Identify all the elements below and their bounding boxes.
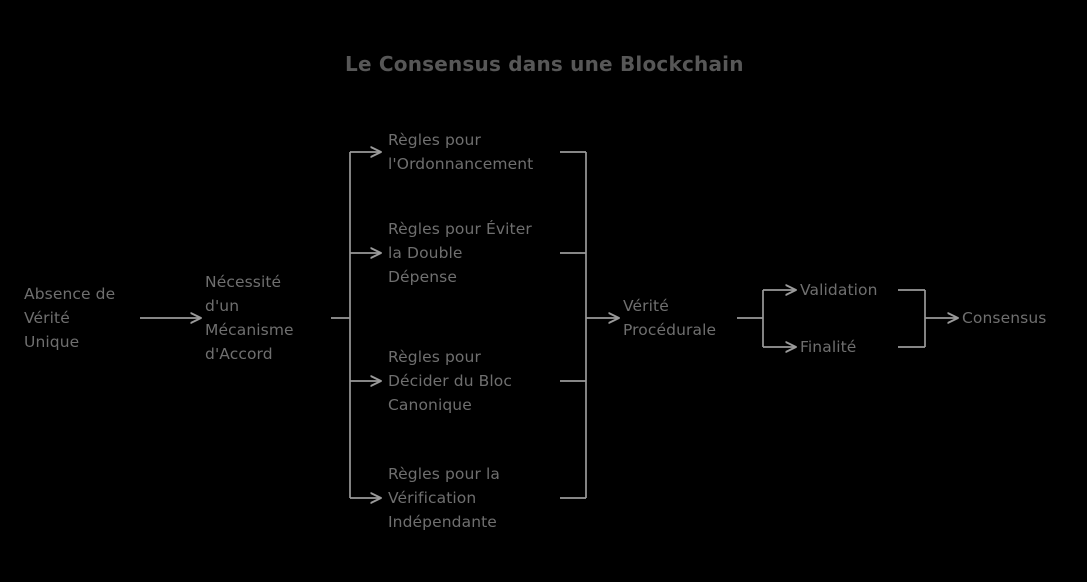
node-regles-double-depense: Règles pour Éviter la Double Dépense <box>388 220 532 286</box>
node-regles-ordonnancement: Règles pour l'Ordonnancement <box>388 131 534 173</box>
node-absence-verite-unique: Absence de Vérité Unique <box>24 285 116 351</box>
node-regles-bloc-canonique: Règles pour Décider du Bloc Canonique <box>388 348 513 414</box>
node-verite-procedurale: Vérité Procédurale <box>623 297 717 339</box>
page-title: Le Consensus dans une Blockchain <box>345 52 744 76</box>
node-consensus: Consensus <box>962 309 1047 327</box>
node-regles-verification: Règles pour la Vérification Indépendante <box>388 465 500 531</box>
node-validation: Validation <box>800 281 878 299</box>
node-finalite: Finalité <box>800 338 857 356</box>
node-necessite-mecanisme: Nécessité d'un Mécanisme d'Accord <box>205 273 294 363</box>
